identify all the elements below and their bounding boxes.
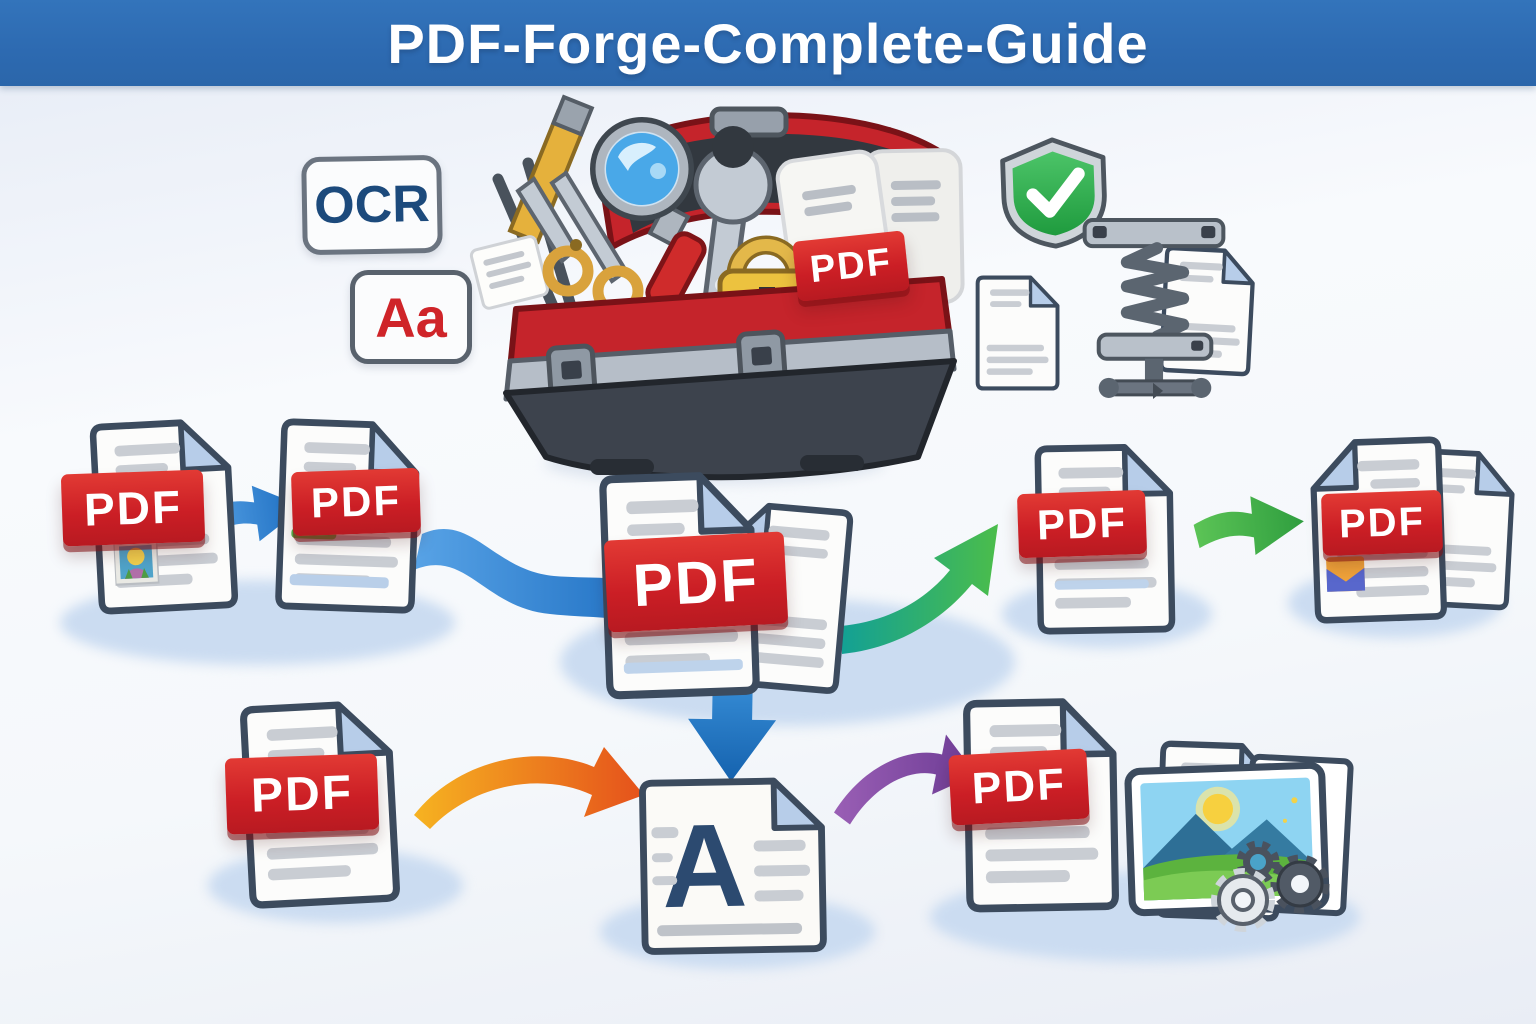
pdf-document-left-source — [83, 414, 243, 618]
gear-dark — [1270, 854, 1330, 914]
pdf-tag-label: PDF — [250, 765, 354, 823]
toolbox-pdf-tag-label: PDF — [807, 240, 894, 291]
arrow-right-green-icon — [1187, 479, 1312, 573]
shield-check-icon — [993, 134, 1115, 252]
scissors-icon — [515, 170, 644, 317]
pdf-tag-label: PDF — [1036, 498, 1128, 549]
toolbox-body — [503, 276, 957, 481]
gear-small — [1236, 840, 1280, 884]
pdf-tag-label: PDF — [970, 759, 1068, 814]
arrow-teal-green-icon — [840, 508, 1020, 658]
arrow-purple-curve-icon — [828, 730, 978, 826]
image-card-icon — [1123, 761, 1330, 918]
pdf-tag-label: PDF — [1338, 499, 1426, 546]
pdf-tag-label: PDF — [631, 545, 761, 619]
arrow-down-blue-icon — [685, 661, 779, 788]
title-banner: PDF-Forge-Complete-Guide — [0, 0, 1536, 86]
pdf-tag-right-result: PDF — [1320, 489, 1444, 557]
letter-a: A — [660, 799, 749, 934]
arrow-orange-curve-icon — [406, 736, 646, 848]
ocr-badge: OCR — [301, 154, 443, 256]
ocr-badge-label: OCR — [313, 174, 431, 236]
compress-clamp-icon — [1078, 214, 1230, 410]
pdf-document-right-result — [1305, 434, 1453, 627]
page-title: PDF-Forge-Complete-Guide — [387, 11, 1149, 75]
text-document-a: A — [630, 774, 829, 957]
pdf-tag-left-result: PDF — [290, 467, 422, 537]
pdf-tag-bottom-result: PDF — [948, 748, 1090, 826]
thumbnail-icon — [1326, 555, 1366, 594]
illustration-scene: OCR Aa — [0, 86, 1536, 1024]
note-icon — [469, 235, 549, 310]
pdf-tag-label: PDF — [310, 476, 402, 527]
pdf-tag-right-source: PDF — [1016, 489, 1148, 559]
gear-light — [1211, 868, 1275, 932]
aa-badge: Aa — [350, 270, 472, 364]
pdf-tag-left-source: PDF — [60, 469, 206, 547]
pdf-tag-center: PDF — [603, 531, 789, 633]
gears-icon — [1196, 836, 1341, 941]
pdf-tag-bottom-source: PDF — [224, 753, 380, 835]
flow-ribbon-blue — [408, 518, 668, 653]
toolbox-icon — [469, 94, 970, 481]
plain-document-icon — [972, 274, 1062, 392]
id-photo-icon — [112, 534, 161, 589]
toolbox-pdf-tag: PDF — [792, 230, 910, 302]
magnifier-icon — [590, 117, 707, 311]
aa-badge-label: Aa — [375, 285, 447, 349]
pdf-tag-label: PDF — [83, 480, 183, 536]
